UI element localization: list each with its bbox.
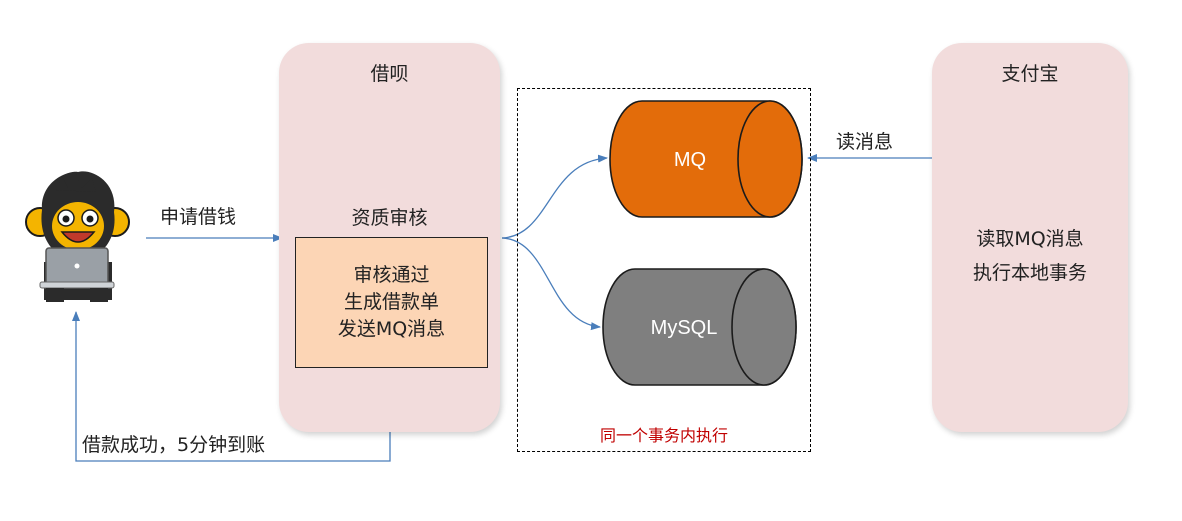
alipay-panel: 支付宝 [932, 43, 1128, 432]
mysql-cylinder: MySQL [602, 268, 797, 386]
mysql-label: MySQL [651, 317, 718, 339]
transaction-label: 同一个事务内执行 [599, 426, 728, 445]
alipay-process-text: 读取MQ消息 执行本地事务 [932, 222, 1128, 290]
review-box: 审核通过 生成借款单 发送MQ消息 [295, 237, 488, 368]
read-arrow-label: 读消息 [836, 131, 894, 153]
alipay-line-local-txn: 执行本地事务 [972, 262, 1087, 284]
monkey-with-laptop-icon [25, 171, 130, 302]
mq-label: MQ [674, 149, 706, 171]
transaction-boundary [517, 88, 811, 452]
review-label: 资质审核 [351, 207, 428, 229]
review-line-send-mq: 发送MQ消息 [337, 318, 446, 340]
jiebei-title: 借呗 [370, 63, 409, 85]
alipay-line-read-mq: 读取MQ消息 [976, 228, 1084, 250]
apply-arrow-label: 申请借钱 [160, 206, 237, 228]
success-arrow-label: 借款成功，5分钟到账 [82, 434, 266, 456]
review-line-create-order: 生成借款单 [343, 291, 439, 313]
mq-cylinder: MQ [609, 100, 803, 218]
alipay-title: 支付宝 [1001, 63, 1059, 85]
review-line-approved: 审核通过 [353, 264, 430, 286]
